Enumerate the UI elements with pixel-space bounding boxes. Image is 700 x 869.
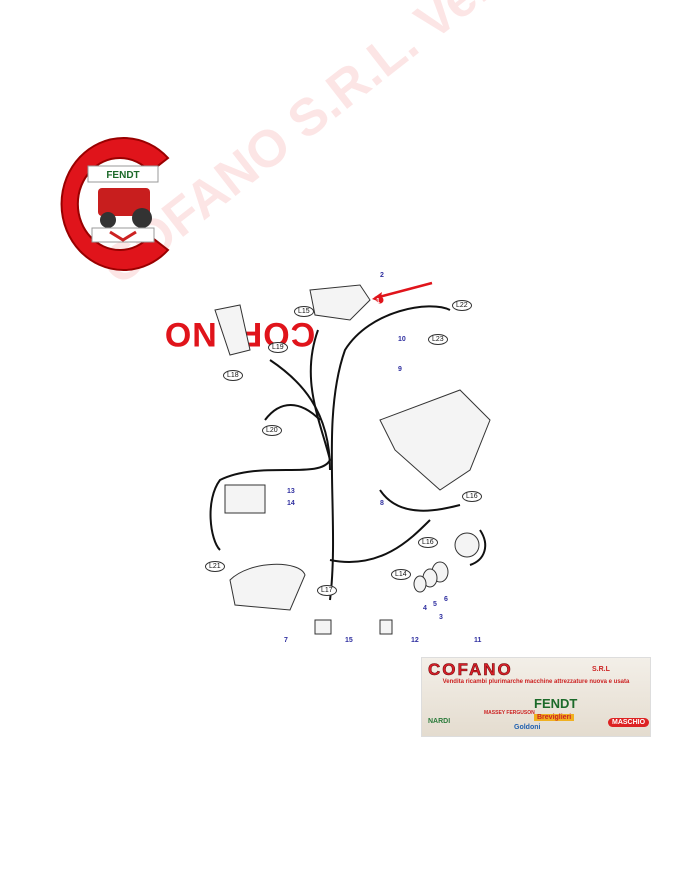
callout-l20: L20 [262, 425, 282, 436]
part-7: 7 [284, 637, 288, 644]
c-logo-icon: FENDT [60, 137, 170, 271]
callout-l15: L15 [294, 306, 314, 317]
part-11: 11 [474, 637, 482, 644]
callout-l16-a: L16 [462, 491, 482, 502]
callout-l14: L14 [391, 569, 411, 580]
part-6: 6 [444, 596, 448, 603]
part-2: 2 [380, 272, 384, 279]
cofano-logo: FENDT COFANO [50, 128, 315, 353]
brand-maschio: MASCHIO [608, 718, 650, 727]
callout-l21: L21 [205, 561, 225, 572]
brand-breviglieri: Breviglieri [534, 714, 575, 721]
brand-nardi: NARDI [428, 718, 451, 725]
callout-l23: L23 [428, 334, 448, 345]
cofano-banner: COFANO S.R.L Vendita ricambi plurimarche… [421, 657, 651, 737]
callout-l16-b: L16 [418, 537, 438, 548]
part-15: 15 [345, 637, 353, 644]
part-13: 13 [287, 488, 295, 495]
callout-l22: L22 [452, 300, 472, 311]
part-4: 4 [423, 605, 427, 612]
part-5: 5 [433, 601, 437, 608]
callout-l18: L18 [223, 370, 243, 381]
brand-massey: MASSEY FERGUSON [484, 710, 535, 716]
brand-goldoni: Goldoni [514, 724, 541, 731]
svg-text:FENDT: FENDT [106, 170, 139, 181]
part-12: 12 [411, 637, 419, 644]
part-10: 10 [398, 336, 406, 343]
banner-srl: S.R.L [592, 666, 610, 673]
part-14: 14 [287, 500, 295, 507]
part-9: 9 [398, 366, 402, 373]
banner-title: COFANO [428, 660, 513, 680]
callout-l17: L17 [317, 585, 337, 596]
part-8: 8 [380, 500, 384, 507]
brand-fendt: FENDT [534, 696, 578, 711]
part-3: 3 [439, 614, 443, 621]
banner-subtitle: Vendita ricambi plurimarche macchine att… [442, 679, 630, 685]
callout-l19: L19 [268, 342, 288, 353]
part-1: 1 [376, 298, 380, 305]
